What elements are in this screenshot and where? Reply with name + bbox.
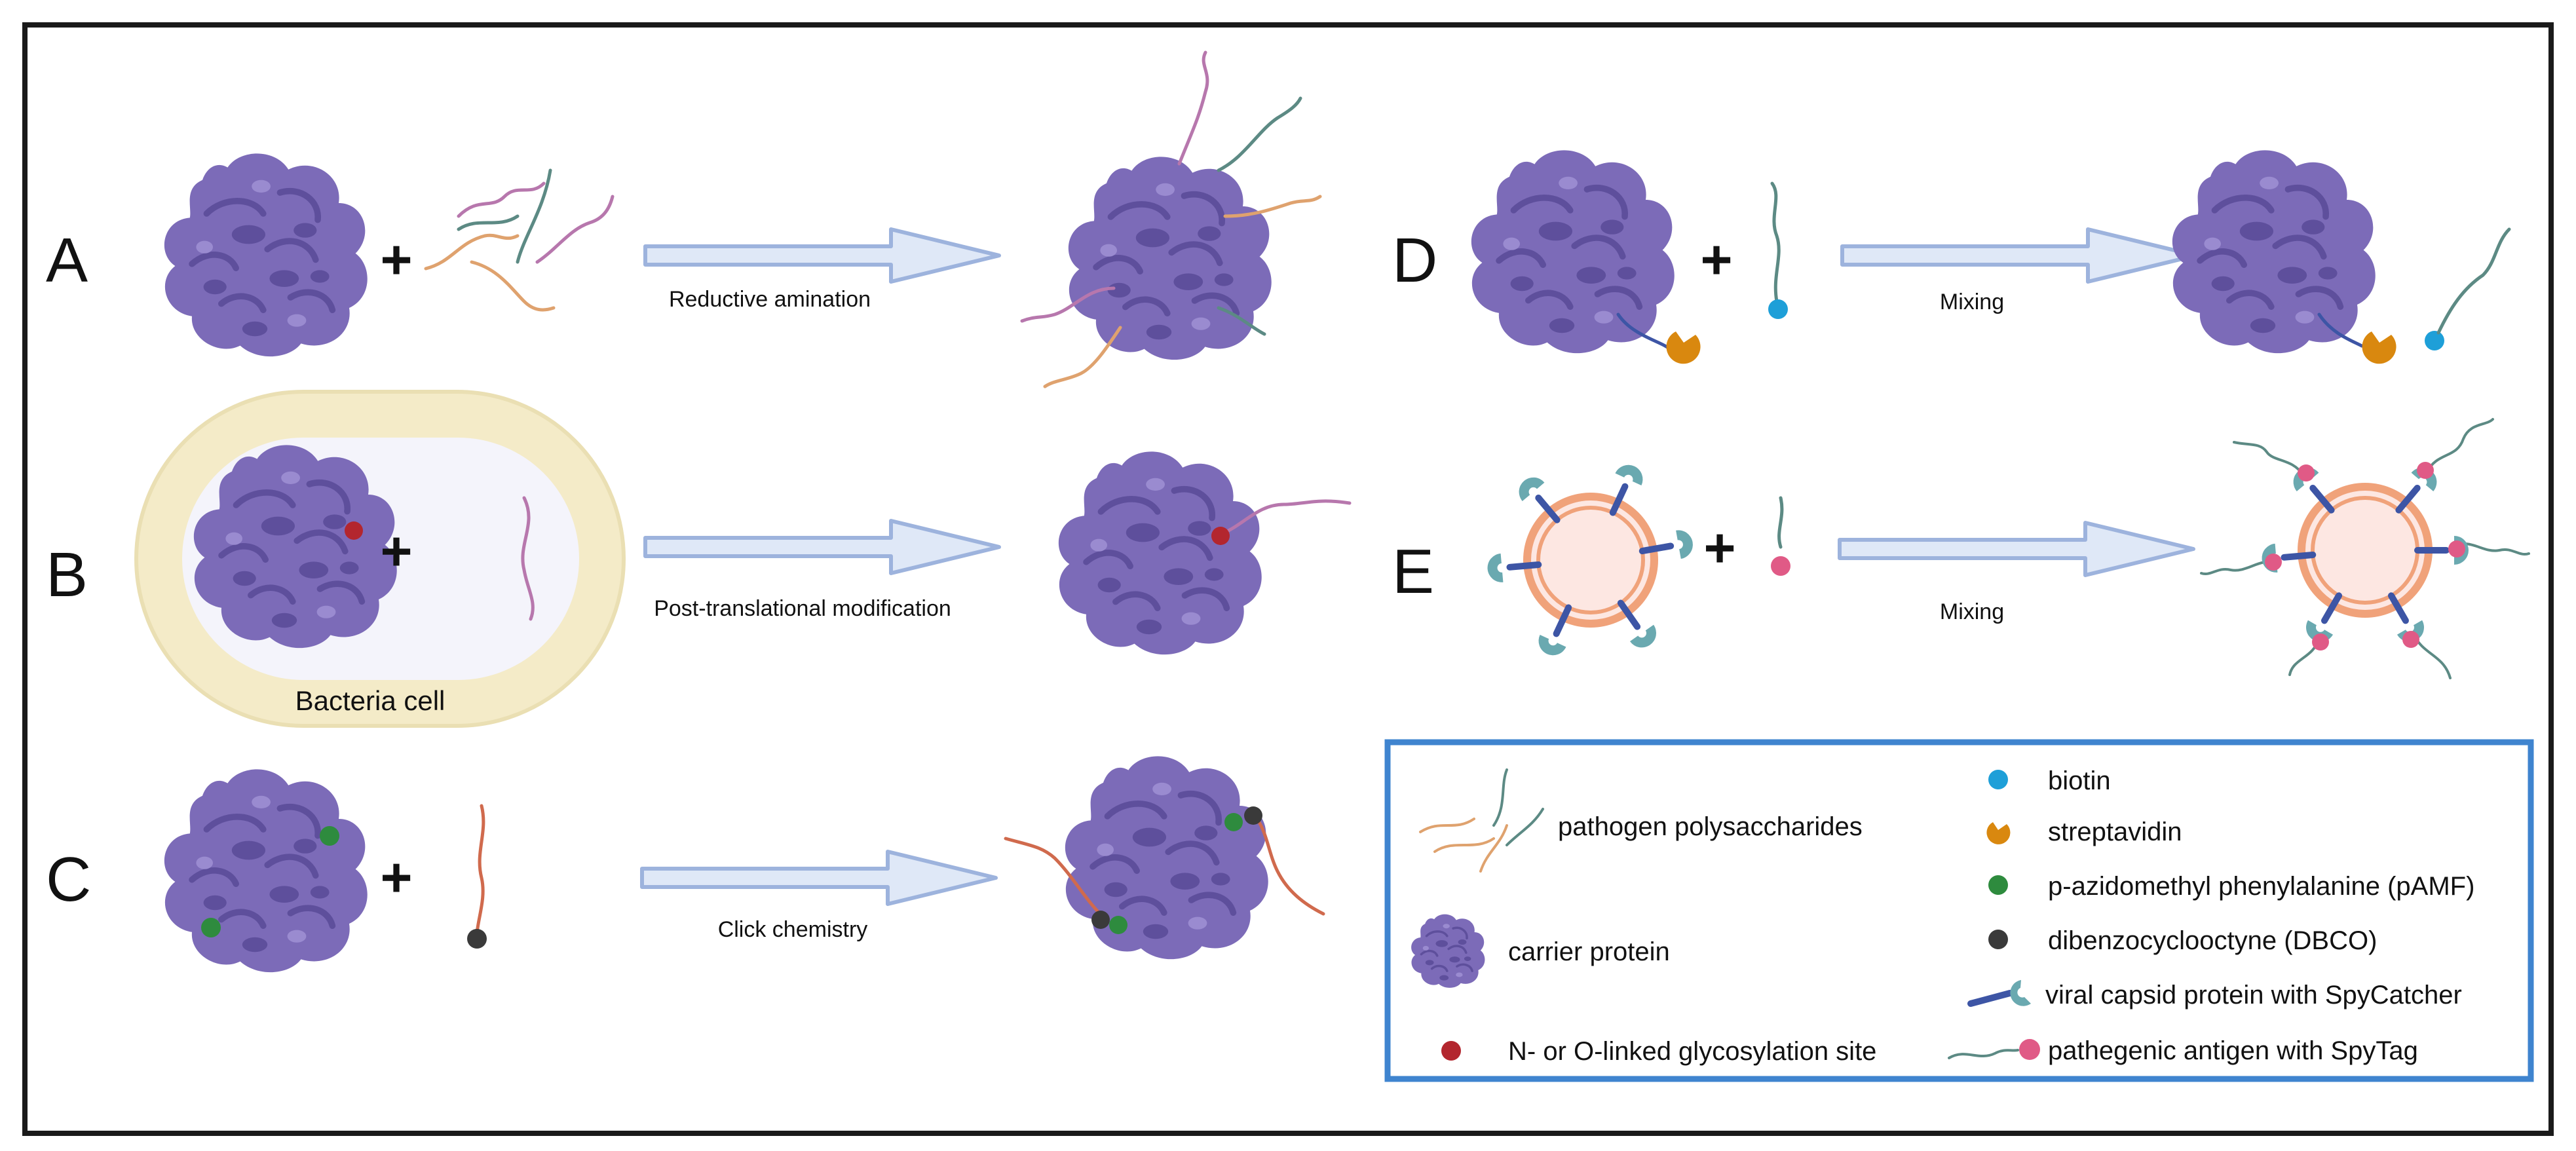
pamf-icon xyxy=(201,918,221,937)
attached-polysaccharide-chain xyxy=(1253,814,1325,916)
panel-a-method-label: Reductive amination xyxy=(669,287,871,312)
legend-pamf-icon xyxy=(1988,875,2008,895)
legend-pamf-label: p-azidomethyl phenylalanine (pAMF) xyxy=(2048,872,2474,901)
polysaccharide-chain-icon xyxy=(424,168,615,312)
legend-spytag-label: pathegenic antigen with SpyTag xyxy=(2048,1036,2418,1065)
legend-spycatcher-label: viral capsid protein with SpyCatcher xyxy=(2045,981,2462,1009)
dbco-icon xyxy=(467,929,487,949)
panel-b-method-label: Post-translational modification xyxy=(654,596,951,621)
panel-e: E + Mixing xyxy=(1392,418,2530,679)
biotin-icon xyxy=(1768,299,1788,319)
legend-streptavidin-icon xyxy=(1986,822,2011,844)
panel-d-method-label: Mixing xyxy=(1940,290,2004,314)
plus-sign: + xyxy=(380,520,412,582)
panel-e-method-label: Mixing xyxy=(1940,599,2004,624)
glycosylation-site-icon xyxy=(1211,527,1230,545)
spytag-icon xyxy=(1771,556,1790,576)
pamf-icon xyxy=(320,826,339,846)
legend-polysaccharide-icon xyxy=(1419,768,1544,873)
panel-a-letter: A xyxy=(46,225,88,295)
biotin-icon xyxy=(2425,331,2444,350)
polysaccharide-chain-icon xyxy=(475,804,485,935)
panel-e-letter: E xyxy=(1392,537,1434,607)
linker xyxy=(2317,312,2364,348)
legend-biotin-label: biotin xyxy=(2048,766,2111,795)
legend-streptavidin-label: streptavidin xyxy=(2048,818,2182,846)
plus-sign: + xyxy=(1703,517,1735,578)
bacteria-cell-label: Bacteria cell xyxy=(295,685,445,716)
polysaccharide-chain-icon xyxy=(521,496,535,621)
antigen-chain xyxy=(2436,227,2511,335)
legend-biotin-icon xyxy=(1988,770,2008,789)
antigen-chain xyxy=(1770,181,1781,303)
panel-b-letter: B xyxy=(46,540,88,610)
legend-glycosylation-label: N- or O-linked glycosylation site xyxy=(1508,1037,1876,1066)
panel-a: A + Reductive amination xyxy=(46,50,1322,388)
panel-d: D + Mixing xyxy=(1392,150,2511,364)
legend-box: pathogen polysaccharides carrier protein… xyxy=(1384,739,2534,1082)
legend-spytag-icon xyxy=(1948,1039,2040,1060)
attached-polysaccharide-chain xyxy=(1004,837,1109,922)
antigen-chain xyxy=(1777,496,1784,549)
panel-b: B Bacteria cell + Post-translational mod… xyxy=(46,390,1352,728)
virus-particle-icon xyxy=(1487,461,1695,660)
plus-sign: + xyxy=(1700,229,1732,290)
panel-c: C + Click chemistry xyxy=(46,756,1325,972)
legend-carrier-protein-label: carrier protein xyxy=(1508,937,1670,966)
pamf-icon xyxy=(1224,813,1243,831)
plus-sign: + xyxy=(380,229,412,290)
virus-antigen-conjugate-icon xyxy=(2200,418,2530,679)
streptavidin-icon xyxy=(1666,331,1701,364)
plus-sign: + xyxy=(380,846,412,908)
panel-c-method-label: Click chemistry xyxy=(718,917,868,942)
streptavidin-icon xyxy=(2362,331,2396,364)
dbco-icon xyxy=(1244,806,1262,825)
linker xyxy=(1616,312,1669,349)
legend-glycosylation-icon xyxy=(1441,1041,1461,1061)
legend-spycatcher-icon xyxy=(1967,980,2031,1007)
pamf-icon xyxy=(1109,916,1127,934)
panel-c-letter: C xyxy=(46,844,91,915)
attached-polysaccharide-chain xyxy=(1220,499,1352,536)
glycosylation-site-icon xyxy=(345,521,363,540)
panel-d-letter: D xyxy=(1392,225,1437,295)
legend-dbco-icon xyxy=(1988,930,2008,949)
dbco-icon xyxy=(1091,911,1110,929)
legend-polysaccharides-label: pathogen polysaccharides xyxy=(1558,812,1863,841)
legend-dbco-label: dibenzocyclooctyne (DBCO) xyxy=(2048,926,2377,955)
attached-polysaccharide-chains xyxy=(1020,50,1322,388)
